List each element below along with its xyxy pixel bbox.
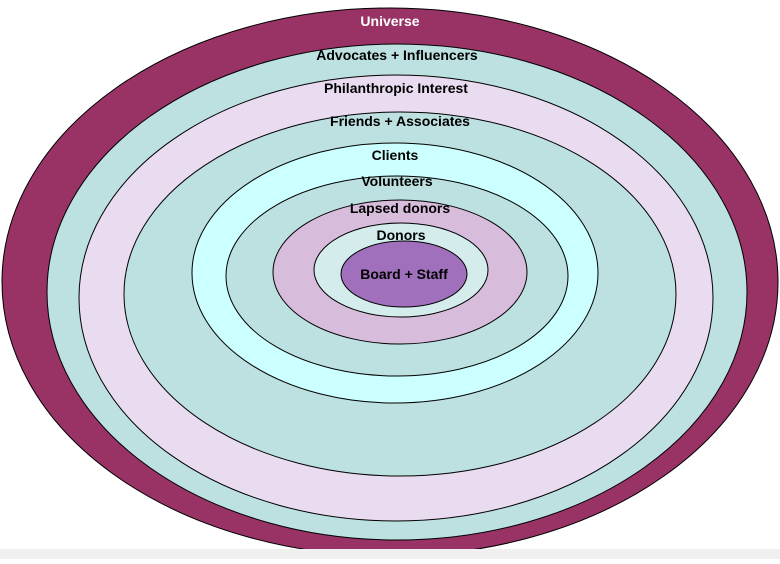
ring-board-staff	[340, 240, 468, 308]
ring-label-clients: Clients	[372, 147, 419, 163]
bottom-strip	[0, 549, 780, 559]
ring-label-volunteers: Volunteers	[361, 173, 433, 189]
ring-label-advocates-influencers: Advocates + Influencers	[316, 47, 478, 63]
ring-label-lapsed-donors: Lapsed donors	[350, 200, 451, 216]
ring-label-universe: Universe	[360, 13, 419, 29]
ring-label-donors: Donors	[377, 227, 426, 243]
ring-label-board-staff: Board + Staff	[360, 266, 448, 282]
ring-label-philanthropic-interest: Philanthropic Interest	[324, 80, 468, 96]
ring-label-friends-associates: Friends + Associates	[330, 113, 470, 129]
